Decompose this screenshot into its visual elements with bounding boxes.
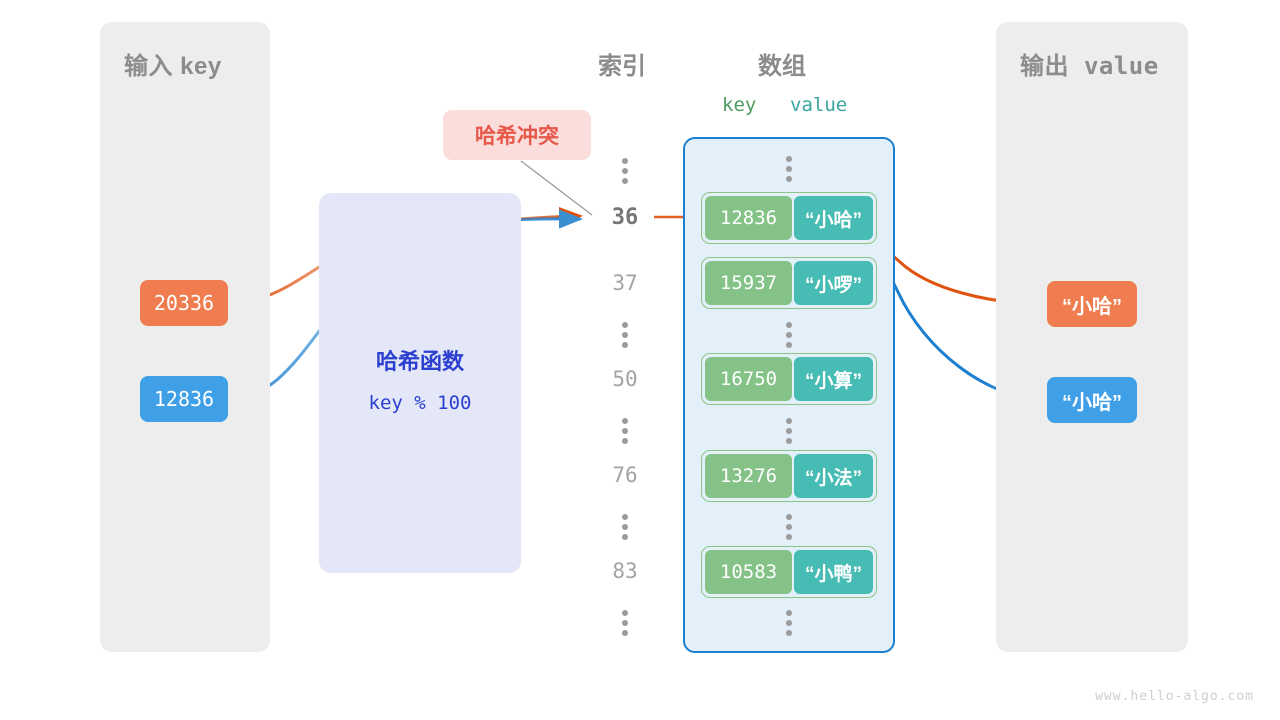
- bucket-key: 10583: [705, 550, 792, 594]
- collision-leader-line: [520, 160, 593, 216]
- bucket-ellipsis: [683, 156, 895, 182]
- bucket-value: “小啰”: [793, 261, 873, 305]
- output-panel-title: 输出 value: [1020, 52, 1159, 80]
- index-column-title: 索引: [598, 53, 646, 80]
- hash-collision-label: 哈希冲突: [475, 125, 559, 148]
- bucket-row[interactable]: 10583 “小鸭”: [701, 546, 877, 598]
- output-value-chip[interactable]: “小哈”: [1047, 377, 1137, 423]
- output-panel: [996, 22, 1188, 652]
- bucket-ellipsis: [683, 322, 895, 348]
- input-panel-title: 输入 key: [124, 53, 222, 80]
- input-key-chip[interactable]: 20336: [140, 280, 228, 326]
- index-ellipsis: [590, 418, 660, 444]
- index-ellipsis: [590, 158, 660, 184]
- bucket-key: 12836: [705, 196, 792, 240]
- index-label-36[interactable]: 36: [611, 205, 639, 230]
- bucket-key: 15937: [705, 261, 792, 305]
- value-column-label: value: [790, 94, 848, 116]
- bucket-row[interactable]: 16750 “小算”: [701, 353, 877, 405]
- hash-collision-callout: 哈希冲突: [443, 110, 591, 160]
- bucket-ellipsis: [683, 418, 895, 444]
- bucket-row[interactable]: 13276 “小法”: [701, 450, 877, 502]
- hash-function-box: [319, 193, 521, 573]
- index-label-76[interactable]: 76: [612, 463, 638, 487]
- bucket-ellipsis: [683, 514, 895, 540]
- index-label-83[interactable]: 83: [612, 559, 638, 583]
- bucket-ellipsis: [683, 610, 895, 636]
- index-ellipsis: [590, 514, 660, 540]
- input-panel: [100, 22, 270, 652]
- bucket-row[interactable]: 12836 “小哈”: [701, 192, 877, 244]
- watermark: www.hello-algo.com: [1095, 689, 1254, 704]
- bucket-value: “小算”: [793, 357, 873, 401]
- index-label-37[interactable]: 37: [612, 271, 638, 295]
- bucket-value: “小法”: [793, 454, 873, 498]
- key-column-label: key: [722, 94, 757, 116]
- array-column-title: 数组: [758, 53, 806, 80]
- bucket-key: 13276: [705, 454, 792, 498]
- index-label-50[interactable]: 50: [612, 367, 638, 391]
- hash-function-formula: key % 100: [368, 392, 472, 414]
- index-ellipsis: [590, 322, 660, 348]
- bucket-row[interactable]: 15937 “小啰”: [701, 257, 877, 309]
- output-value-chip[interactable]: “小哈”: [1047, 281, 1137, 327]
- bucket-value: “小鸭”: [793, 550, 873, 594]
- hash-function-title: 哈希函数: [375, 349, 464, 374]
- index-ellipsis: [590, 610, 660, 636]
- input-key-chip[interactable]: 12836: [140, 376, 228, 422]
- bucket-value: “小哈”: [793, 196, 873, 240]
- bucket-key: 16750: [705, 357, 792, 401]
